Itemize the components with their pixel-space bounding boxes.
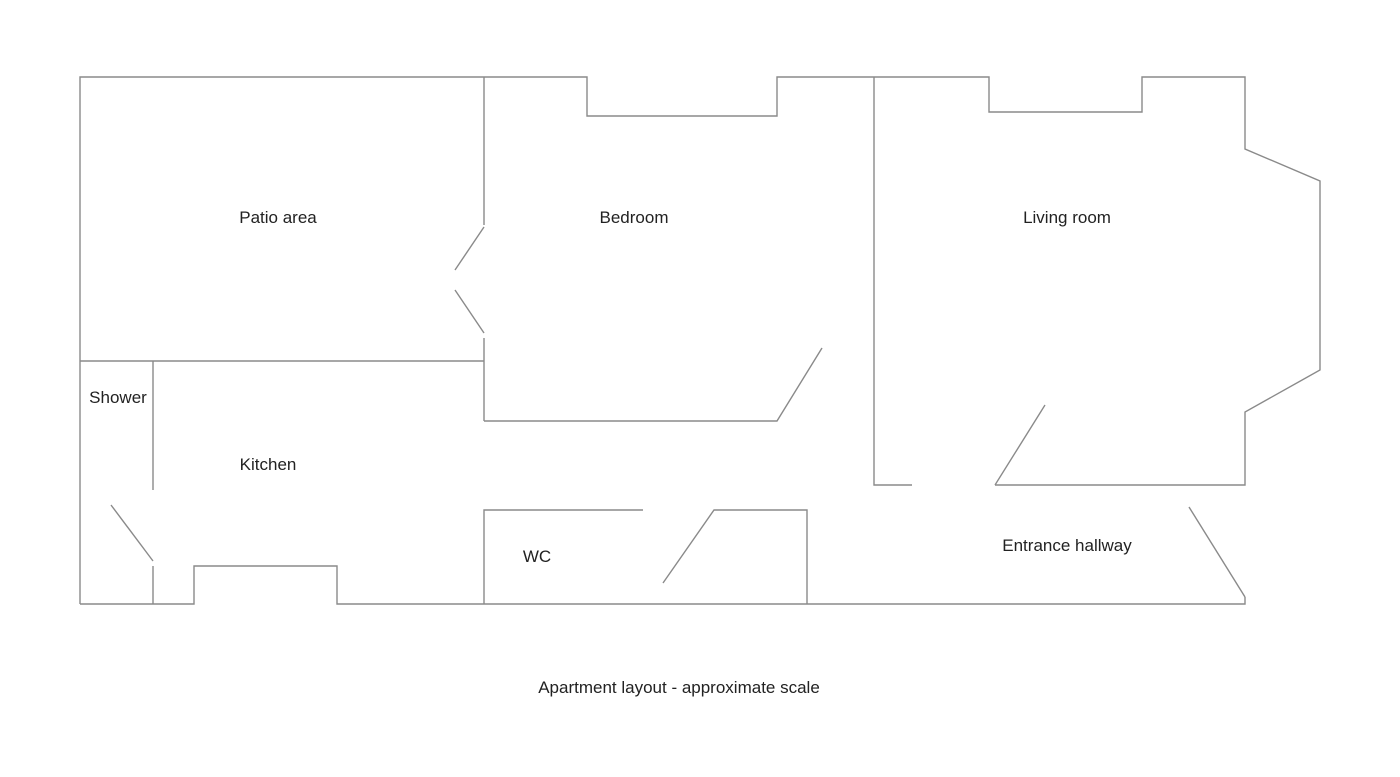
room-label-kitchen: Kitchen [239, 455, 297, 474]
caption: Apartment layout - approximate scale [538, 678, 820, 697]
room-label-wc: WC [522, 547, 552, 566]
door-swing [994, 404, 1046, 486]
patio-bedroom-wall [454, 77, 485, 421]
wc-walls [483, 509, 808, 604]
wall [873, 77, 912, 486]
room-label-patio: Patio area [239, 208, 317, 227]
room-label-living-room: Living room [1023, 208, 1111, 227]
shower-wall [110, 361, 154, 604]
room-label-shower: Shower [89, 388, 147, 407]
door-swing [454, 289, 485, 334]
entrance-door-swing [1188, 506, 1246, 598]
wall [662, 509, 808, 604]
door-swing [454, 226, 485, 271]
room-label-bedroom: Bedroom [599, 208, 669, 227]
wall-bottom [80, 565, 1246, 605]
outer-walls [79, 76, 1321, 605]
wall-top-left [79, 76, 1321, 604]
room-label-entrance-hallway: Entrance hallway [1002, 536, 1132, 555]
bedroom-bottom-wall [484, 347, 823, 422]
living-room-walls [873, 77, 1046, 486]
wall [483, 509, 643, 604]
door-swing [110, 504, 154, 562]
